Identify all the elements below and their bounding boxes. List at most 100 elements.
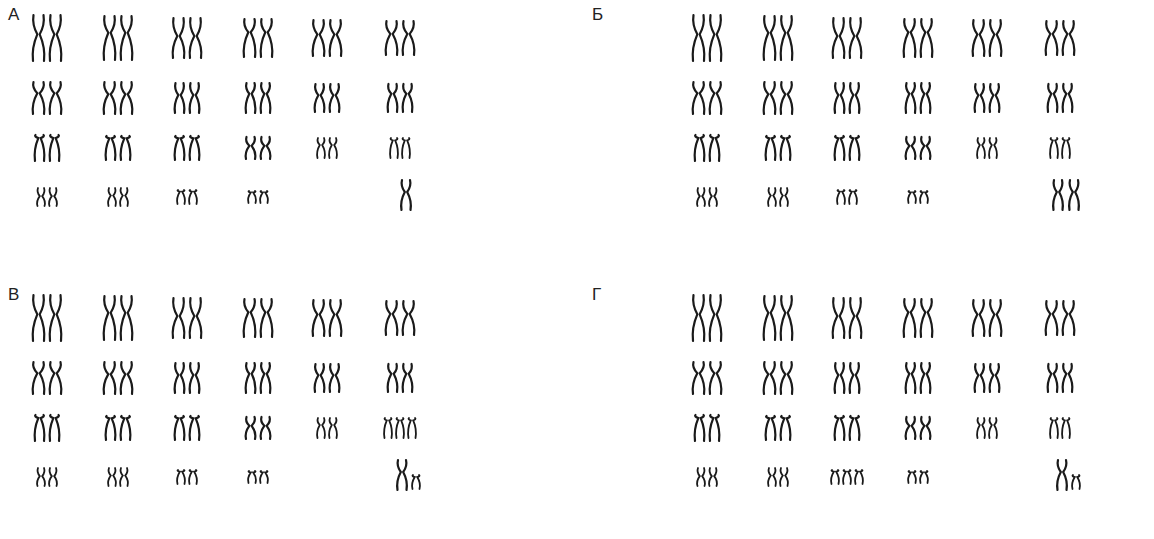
chromatid [337,20,342,56]
chromatid [252,137,256,159]
chromatid [329,418,332,438]
chromatid [700,15,705,61]
chromosome [764,362,776,394]
chromatid [394,84,398,112]
chromosome [768,188,776,206]
chromatid [996,364,1000,392]
chromosome [780,188,788,206]
chromatid [920,471,923,483]
chromatid [265,191,268,203]
chromatid [787,136,791,160]
chromosome [175,363,185,393]
chromosome [190,18,202,58]
chromatid [927,137,931,159]
chromatid [403,460,407,490]
chromosome [33,82,45,114]
chromatid [841,136,845,160]
chromatid [121,136,125,160]
chromatid [921,363,925,393]
chromatid [244,19,249,57]
chromosome [766,416,776,440]
chromosome [173,298,185,338]
chromosome [261,299,273,337]
chromatid [244,299,249,337]
chromatid [104,82,109,114]
chromatid [182,470,185,484]
chromosome [120,188,128,206]
chromatid [111,296,116,340]
chromatid [860,470,863,484]
chromosome [121,296,133,340]
chromosome [904,19,916,57]
chromatid [189,470,192,484]
chromatid [42,188,45,206]
chromosome [710,295,722,341]
chromosome [1048,84,1058,112]
chromatid [175,136,179,160]
chromatid [982,418,985,438]
chromatid [395,138,398,158]
chromosome [849,190,857,204]
chromosome [246,83,256,113]
chromosome [977,138,985,158]
chromosome [904,299,916,337]
chromosome [693,295,705,341]
chromatid [771,362,776,394]
chromosome [121,16,133,60]
chromatid [1069,364,1073,392]
chromatid [906,137,910,159]
chromatid [989,138,992,158]
chromatid [194,470,197,484]
chromatid [121,82,126,114]
chromatid [1063,84,1067,112]
chromosome [973,300,985,336]
chromosome [921,363,931,393]
chromatid [925,471,928,483]
chromatid [49,188,52,206]
chromatid [856,83,860,113]
chromosome [695,415,705,441]
chromatid [697,468,700,486]
chromosome [313,300,325,336]
chromatid [710,15,715,61]
chromatid [841,363,845,393]
chromatid [697,188,700,206]
chromatid [1067,418,1070,438]
chromatid [261,137,265,159]
chromosome [175,136,185,160]
chromosome [906,363,916,393]
chromatid [268,19,273,57]
chromatid [989,418,992,438]
chromosome [1053,180,1063,210]
chromatid [125,468,128,486]
chromatid [1063,364,1067,392]
chromatid [981,84,985,112]
chromosome [261,19,273,57]
chromatid [973,20,978,56]
chromatid [912,83,916,113]
chromosome [401,180,411,210]
chromatid [128,296,133,340]
chromatid [190,298,195,338]
chromosome [397,460,407,490]
chromosome [403,84,413,112]
chromatid [717,295,722,341]
chromosome [855,470,863,484]
chromosome [693,362,705,394]
chromosome [1050,418,1058,438]
chromosome [37,468,45,486]
chromosome [189,470,197,484]
chromatid [190,136,194,160]
chromosome [710,15,722,61]
chromatid [104,362,109,394]
chromatid [337,300,342,336]
chromosome [37,188,45,206]
chromatid [330,84,334,112]
chromatid [912,363,916,393]
chromatid [313,300,318,336]
chromosome [104,362,116,394]
chromosome [1046,21,1058,55]
chromatid [912,417,916,439]
chromatid [260,191,263,203]
